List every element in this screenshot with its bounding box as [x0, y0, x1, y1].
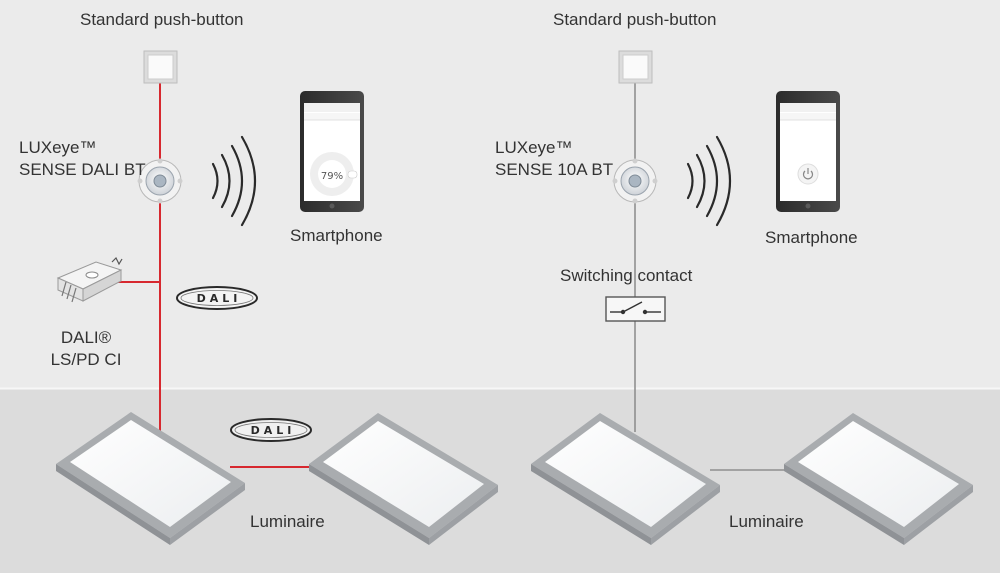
right-sensor-label-line2: SENSE 10A BT — [495, 160, 614, 179]
left-pushbutton-label: Standard push-button — [80, 10, 244, 29]
right-sensor-label-line1: LUXeye™ — [495, 138, 573, 157]
left-luminaire-1 — [56, 412, 245, 545]
power-icon — [802, 170, 814, 180]
right-pushbutton-label: Standard push-button — [553, 10, 717, 29]
left-radio-waves — [211, 135, 257, 227]
switching-contact-label: Switching contact — [560, 266, 693, 285]
dali-device-label-line1: DALI® — [60, 328, 112, 347]
right-luminaire-1 — [531, 413, 720, 545]
left-sensor-label-line1: LUXeye™ — [19, 138, 97, 157]
right-smartphone-label: Smartphone — [765, 228, 858, 247]
right-smartphone — [776, 91, 840, 212]
left-sensor — [137, 158, 183, 204]
right-push-button — [618, 50, 653, 84]
left-luminaire-2 — [309, 413, 498, 545]
right-luminaire-2 — [784, 413, 973, 545]
left-sensor-label-line2: SENSE DALI BT — [19, 160, 146, 179]
dali-device-label-line2: LS/PD CI — [50, 350, 122, 369]
switching-contact — [605, 296, 666, 322]
dali-logo-upper-text: DALI — [197, 292, 242, 305]
dali-logo-lower-text: DALI — [251, 424, 296, 437]
phone-percent-readout: 79% — [321, 171, 343, 182]
dali-ls-pd-device — [56, 256, 123, 303]
dali-logo-upper: DALI — [176, 286, 258, 310]
right-luminaire-label: Luminaire — [729, 512, 804, 531]
left-smartphone-label: Smartphone — [290, 226, 383, 245]
right-sensor — [612, 158, 658, 204]
dali-logo-lower: DALI — [230, 418, 312, 442]
switch-wiring — [634, 82, 790, 471]
left-smartphone: 79% — [300, 91, 364, 212]
left-push-button — [143, 50, 178, 84]
right-radio-waves — [686, 135, 732, 227]
left-luminaire-label: Luminaire — [250, 512, 325, 531]
